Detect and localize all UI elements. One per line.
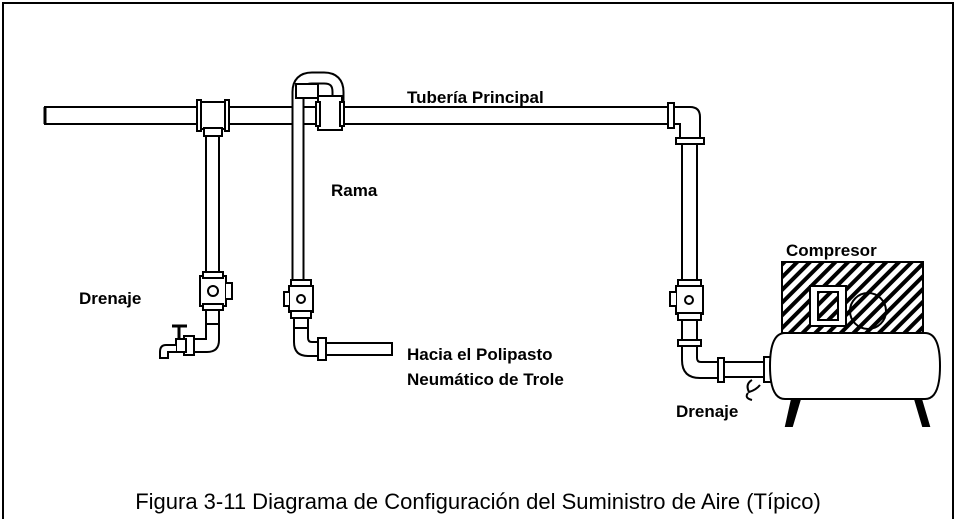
drain-label-right: Drenaje (676, 402, 739, 421)
tank-inlet-elbow (681, 345, 721, 379)
compressor-supply-valve-icon (669, 279, 704, 321)
branch-label: Rama (331, 181, 378, 200)
branch-gooseneck (291, 71, 345, 280)
main-pipe-label: Tubería Principal (407, 88, 544, 107)
destination-label-line1: Hacia el Polipasto (407, 345, 553, 364)
tank-leg-left (784, 398, 801, 427)
left-drop-valve-icon (199, 271, 233, 311)
compressor-motor-block (781, 261, 924, 334)
drain-label-left: Drenaje (79, 289, 142, 308)
left-drain-faucet-icon (159, 324, 187, 359)
tank-leg-right (914, 398, 931, 427)
main-pipe-elbow (667, 106, 701, 143)
branch-valve-icon (283, 279, 314, 319)
left-drop-pipe (205, 135, 220, 277)
compressor-tank (768, 332, 942, 400)
main-pipe (44, 106, 681, 125)
compressor-pulley-icon (809, 285, 887, 330)
tee-fitting-left (196, 99, 230, 137)
destination-label-line2: Neumático de Trole (407, 370, 564, 389)
figure-caption: Figura 3-11 Diagrama de Configuración de… (135, 489, 821, 514)
left-drain-elbow (191, 323, 220, 353)
tank-drain-faucet-icon (745, 379, 761, 401)
branch-outlet-pipe (325, 342, 393, 356)
compressor-label: Compresor (786, 241, 877, 260)
compressor-supply-pipe (681, 143, 698, 283)
